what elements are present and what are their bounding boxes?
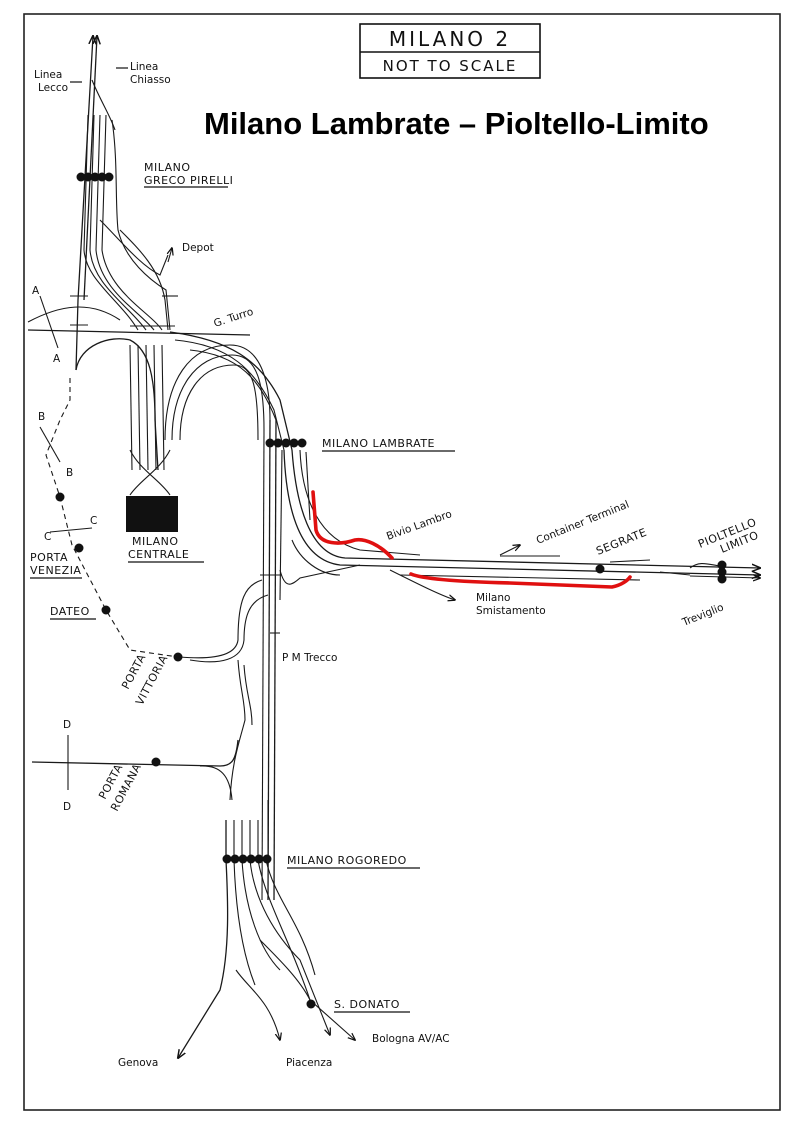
label-centrale-1: MILANO bbox=[132, 535, 179, 548]
box-subtitle: NOT TO SCALE bbox=[383, 57, 518, 75]
label-segrate: SEGRATE bbox=[594, 526, 648, 558]
label-marker-b-top: B bbox=[38, 411, 45, 423]
label-porta-venezia-2: VENEZIA bbox=[30, 564, 81, 577]
label-greco-2: GRECO PIRELLI bbox=[144, 174, 233, 187]
station-porta-romana-dot bbox=[151, 757, 161, 767]
station-rogoredo bbox=[222, 854, 272, 864]
label-s-donato: S. DONATO bbox=[334, 998, 400, 1011]
page-title: Milano Lambrate – Pioltello-Limito bbox=[204, 106, 709, 141]
box-title: MILANO 2 bbox=[389, 27, 511, 51]
station-pv-passante-dot bbox=[55, 492, 65, 502]
label-marker-a-top: A bbox=[32, 285, 40, 297]
station-segrate-dot bbox=[595, 564, 605, 574]
label-smistamento-1: Milano bbox=[476, 592, 510, 604]
station-lambrate bbox=[265, 438, 307, 448]
label-linea-chiasso-1: Linea bbox=[130, 61, 158, 73]
page-border bbox=[23, 13, 781, 1111]
label-g-turro: G. Turro bbox=[212, 306, 255, 330]
label-linea-lecco-2: Lecco bbox=[38, 82, 68, 94]
label-bivio-lambro: Bivio Lambro bbox=[385, 508, 454, 543]
highlight-smistamento bbox=[409, 572, 632, 589]
label-porta-venezia-1: PORTA bbox=[30, 551, 68, 564]
track-network bbox=[27, 36, 760, 1058]
label-treviglio: Treviglio bbox=[680, 601, 726, 629]
label-depot: Depot bbox=[182, 242, 214, 254]
station-s-donato-dot bbox=[306, 999, 316, 1009]
station-centrale-block bbox=[126, 496, 178, 532]
label-piacenza: Piacenza bbox=[286, 1057, 332, 1069]
label-linea-chiasso-2: Chiasso bbox=[130, 74, 171, 86]
label-genova: Genova bbox=[118, 1057, 158, 1069]
station-pioltello bbox=[717, 560, 727, 584]
label-linea-lecco-1: Linea bbox=[34, 69, 62, 81]
label-centrale-2: CENTRALE bbox=[128, 548, 189, 561]
station-greco-pirelli bbox=[76, 172, 114, 182]
label-greco-1: MILANO bbox=[144, 161, 191, 174]
label-pm-trecco: P M Trecco bbox=[282, 652, 337, 664]
label-smistamento-2: Smistamento bbox=[476, 605, 546, 617]
scale-box: MILANO 2 NOT TO SCALE bbox=[359, 23, 541, 79]
label-bologna: Bologna AV/AC bbox=[372, 1033, 450, 1045]
label-marker-d-top: D bbox=[63, 719, 71, 731]
station-porta-vittoria-dot bbox=[173, 652, 183, 662]
station-porta-venezia-dot bbox=[74, 543, 84, 553]
label-marker-d-bottom: D bbox=[63, 801, 71, 813]
highlight-bivio-lambro bbox=[311, 490, 394, 560]
label-rogoredo: MILANO ROGOREDO bbox=[287, 854, 407, 867]
label-marker-a-bottom: A bbox=[53, 353, 61, 365]
label-lambrate: MILANO LAMBRATE bbox=[322, 437, 435, 450]
label-marker-c-right: C bbox=[90, 515, 97, 527]
label-dateo: DATEO bbox=[50, 605, 90, 618]
station-dateo-dot bbox=[101, 605, 111, 615]
label-marker-c-left: C bbox=[44, 531, 51, 543]
label-marker-b-bottom: B bbox=[66, 467, 73, 479]
